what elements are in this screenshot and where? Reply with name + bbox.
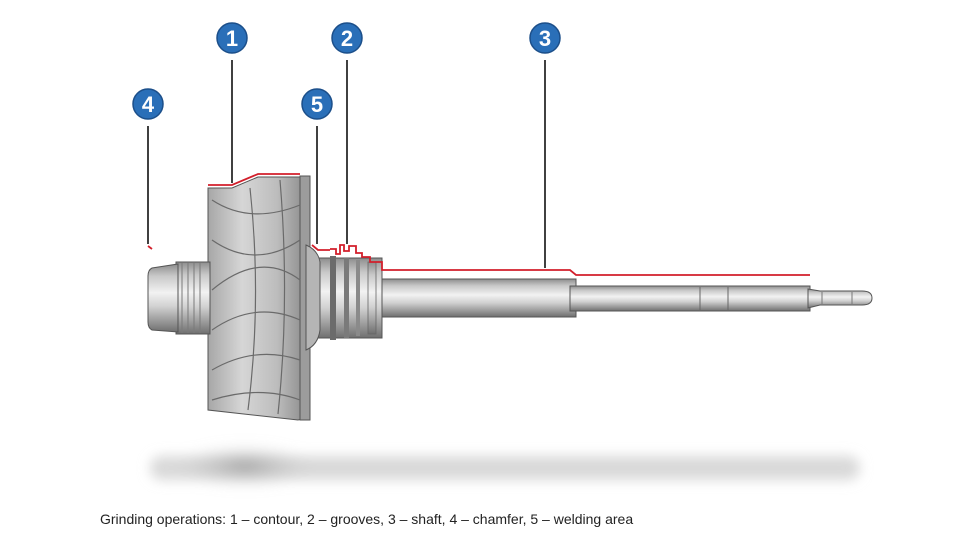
callout-badge-1: 1 bbox=[216, 22, 248, 54]
callout-badge-3: 3 bbox=[529, 22, 561, 54]
grinding-lines bbox=[147, 173, 810, 276]
callout-number-3: 3 bbox=[539, 26, 551, 51]
grinding-line-welding bbox=[311, 244, 330, 251]
callout-number-4: 4 bbox=[142, 92, 155, 117]
leader-lines bbox=[147, 60, 546, 268]
callout-number-2: 2 bbox=[341, 26, 353, 51]
blade-lines bbox=[211, 179, 301, 415]
diagram-caption: Grinding operations: 1 – contour, 2 – gr… bbox=[100, 511, 634, 527]
grinding-line-chamfer bbox=[147, 245, 153, 250]
hub-nose bbox=[147, 261, 211, 335]
callout-badge-5: 5 bbox=[301, 88, 333, 120]
callout-number-1: 1 bbox=[226, 26, 238, 51]
shaft bbox=[379, 278, 873, 318]
callout-badge-4: 4 bbox=[132, 88, 164, 120]
turbo-rotor-diagram: 1 2 3 4 5 bbox=[132, 22, 873, 488]
floor-shadow bbox=[150, 444, 860, 488]
callout-badge-2: 2 bbox=[331, 22, 363, 54]
groove-collar bbox=[317, 256, 383, 340]
callout-number-5: 5 bbox=[311, 92, 323, 117]
grinding-line-grooves bbox=[330, 244, 810, 276]
grinding-line-contour bbox=[208, 173, 300, 186]
turbine-wheel bbox=[207, 175, 321, 421]
